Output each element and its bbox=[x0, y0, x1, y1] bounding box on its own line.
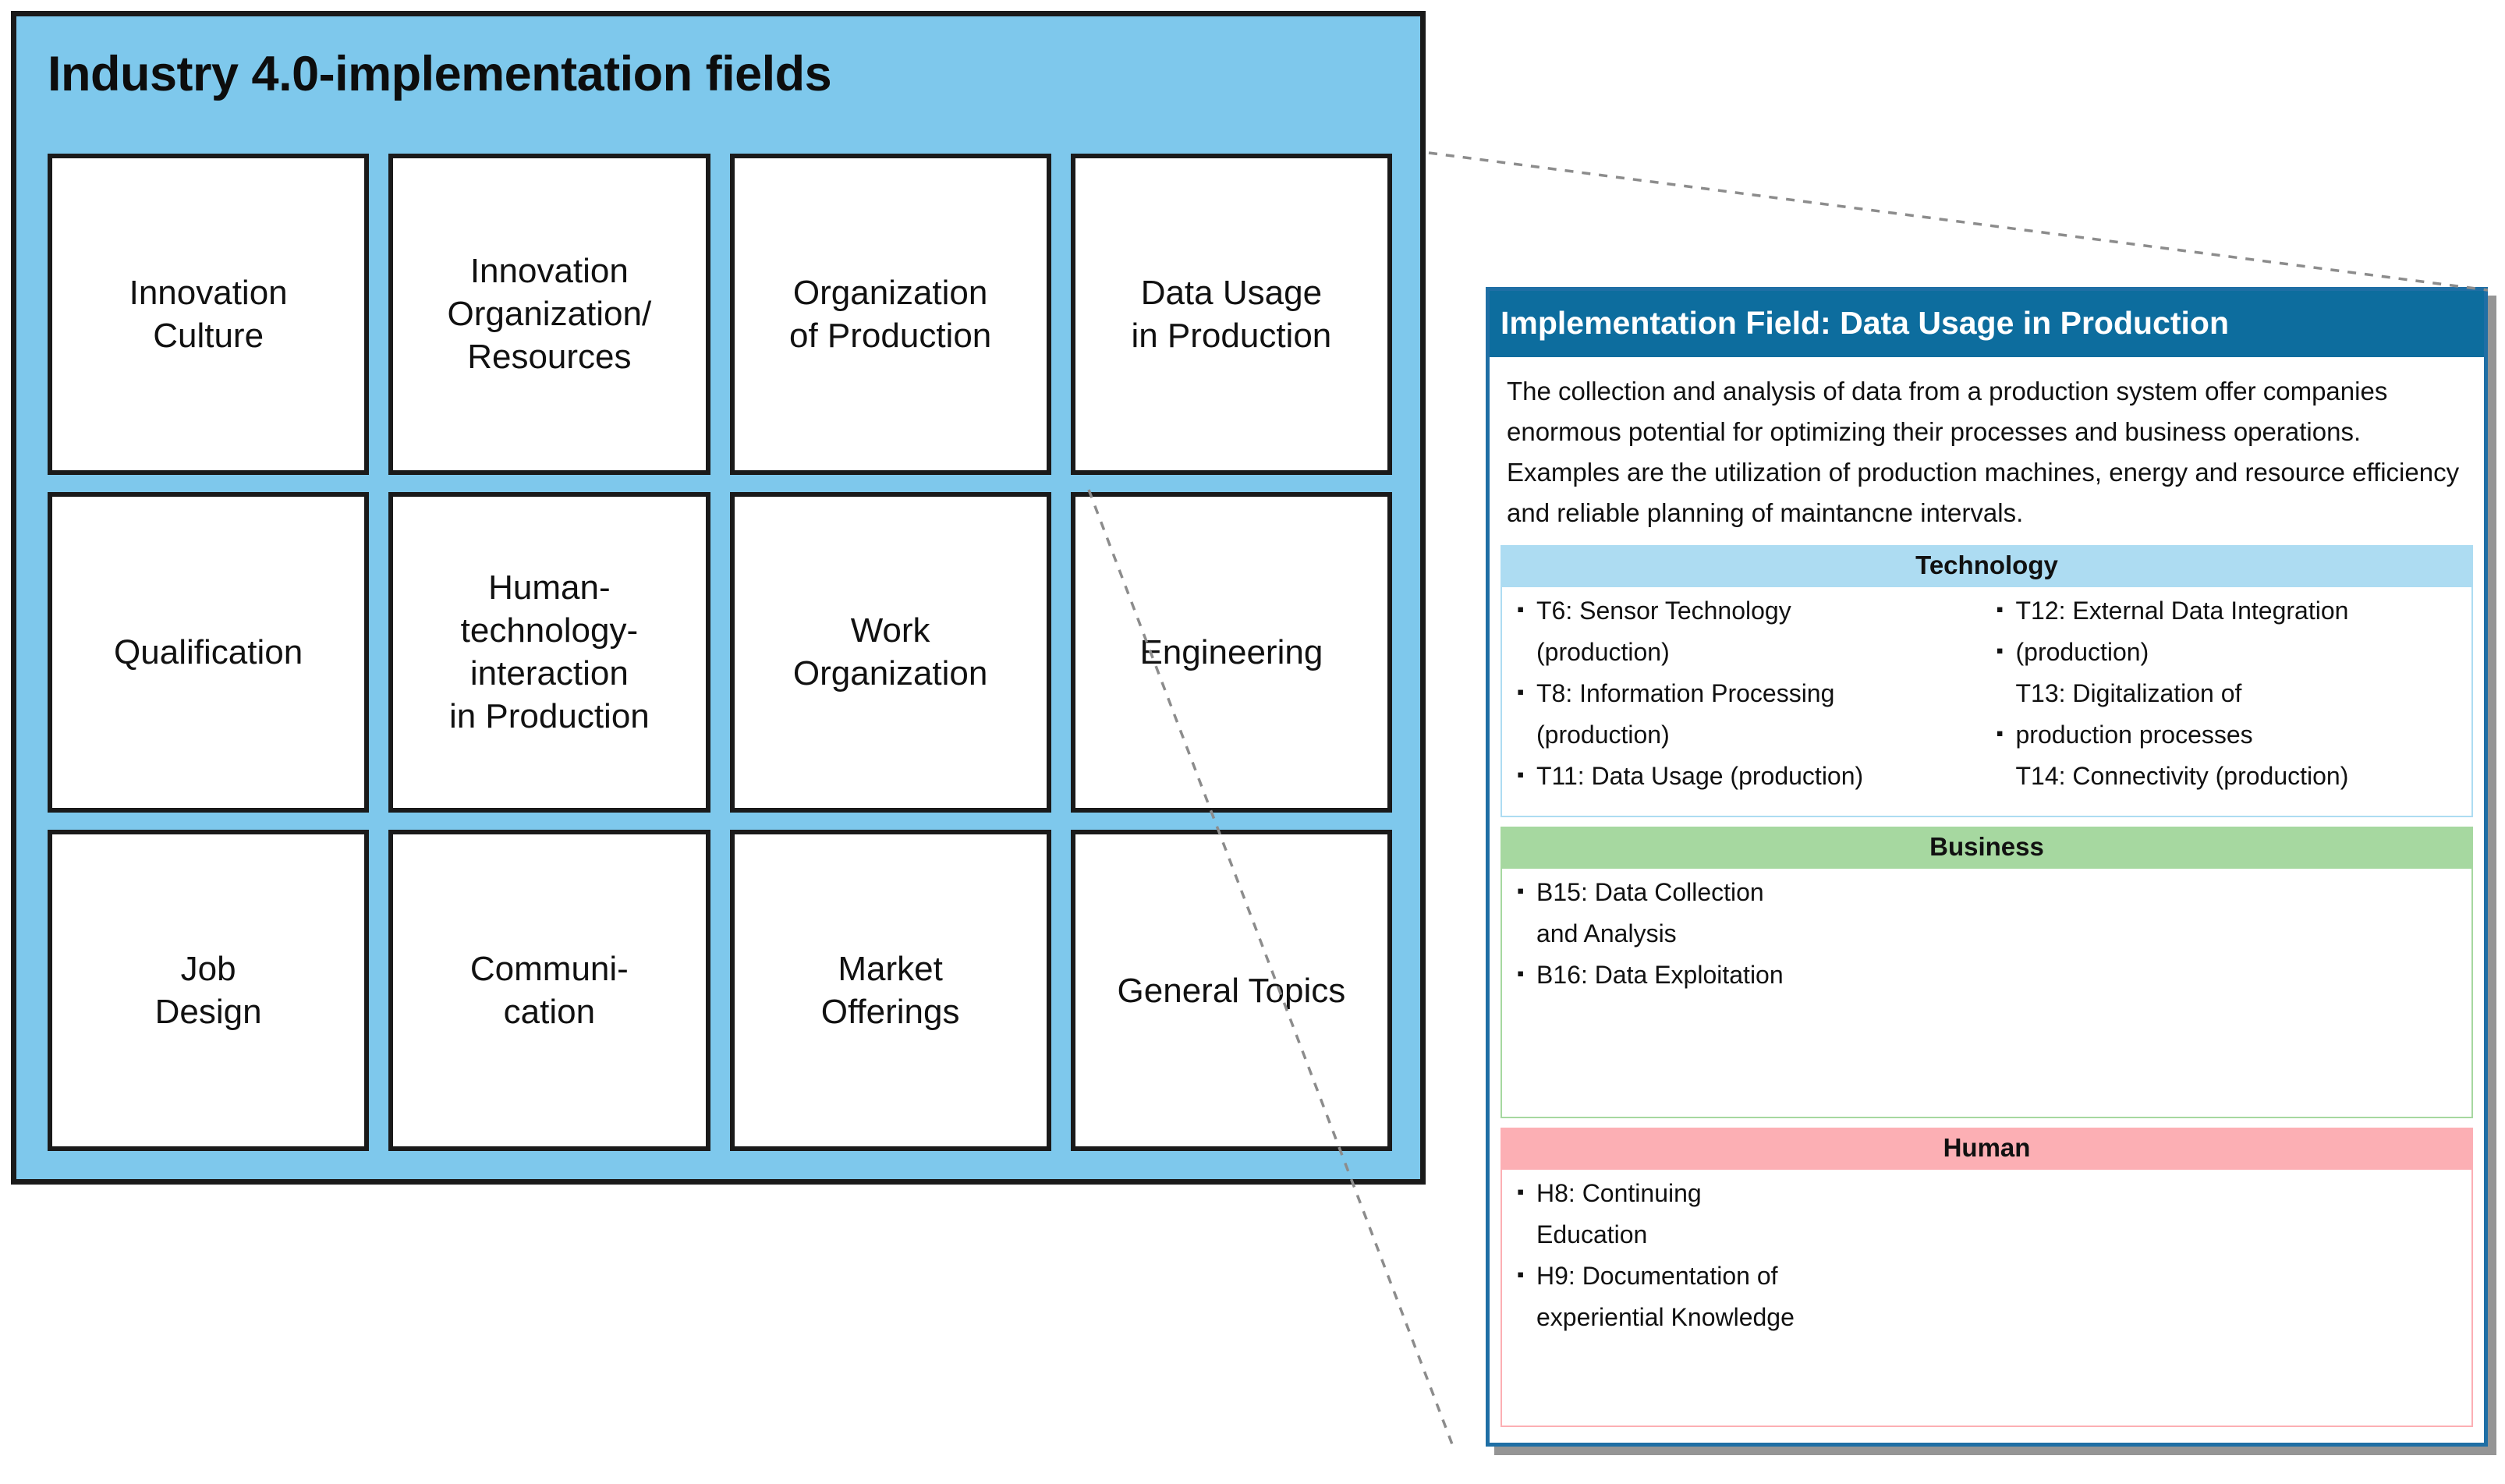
detail-section-technology: Technology ▪ T6: Sensor Technology (product… bbox=[1501, 544, 2473, 817]
bullet-icon: ▪ bbox=[1517, 1262, 1525, 1286]
section-title-business: Business bbox=[1501, 826, 2473, 869]
implementation-field-label: Qualification bbox=[114, 632, 303, 671]
implementation-field-label: Innovation Culture bbox=[129, 273, 288, 355]
list-item: (production) bbox=[1510, 722, 1985, 747]
top-leader-line bbox=[1428, 151, 2489, 292]
detail-card-body: The collection and analysis of data from… bbox=[1490, 357, 2484, 1443]
list-item-label: B15: Data Collection bbox=[1536, 877, 1764, 906]
implementation-fields-grid: Innovation Culture Innovation Organizatio… bbox=[48, 154, 1392, 1151]
list-item: ▪ B16: Data Exploitation bbox=[1510, 960, 2464, 989]
implementation-field-cell[interactable]: Communi- cation bbox=[388, 830, 710, 1151]
implementation-field-label: Organization of Production bbox=[788, 273, 992, 355]
list-item: ▪ T6: Sensor Technology bbox=[1510, 596, 1985, 625]
list-item-label: T8: Information Processing bbox=[1536, 678, 1835, 707]
detail-card-header: Implementation Field: Data Usage in Prod… bbox=[1490, 291, 2484, 358]
bullet-icon: ▪ bbox=[1517, 878, 1525, 902]
detail-section-business: Business ▪ B15: Data Collection and Analysi… bbox=[1501, 826, 2473, 1118]
list-item-label: T11: Data Usage (production) bbox=[1536, 761, 1864, 790]
bullet-icon: ▪ bbox=[1996, 721, 2004, 745]
list-item: ▪ T12: External Data Integration bbox=[1989, 596, 2464, 625]
page-title: Industry 4.0-implementation fields bbox=[48, 47, 832, 101]
list-item: T14: Connectivity (production) bbox=[1989, 763, 2464, 788]
list-item-label: production processes bbox=[2015, 720, 2253, 749]
implementation-field-cell[interactable]: Innovation Culture bbox=[48, 154, 370, 475]
implementation-field-label: Innovation Organization/ Resources bbox=[447, 252, 652, 377]
implementation-field-cell[interactable]: Data Usage in Production bbox=[1070, 154, 1392, 475]
implementation-field-detail-card: Implementation Field: Data Usage in Prod… bbox=[1486, 287, 2488, 1447]
implementation-field-cell[interactable]: Job Design bbox=[48, 830, 370, 1151]
implementation-field-label: Market Offerings bbox=[820, 950, 960, 1032]
implementation-field-label: Data Usage in Production bbox=[1131, 273, 1332, 355]
implementation-field-label: Human- technology- interaction in Produc… bbox=[448, 568, 650, 736]
bullet-icon: ▪ bbox=[1996, 638, 2004, 662]
list-item-label: and Analysis bbox=[1536, 919, 1677, 947]
list-item-label: T12: External Data Integration bbox=[2015, 596, 2349, 625]
list-item: ▪ H8: Continuing bbox=[1510, 1178, 2464, 1207]
implementation-field-label: Communi- cation bbox=[469, 950, 629, 1032]
implementation-field-cell[interactable]: General Topics bbox=[1070, 830, 1392, 1151]
list-item: and Analysis bbox=[1510, 921, 2464, 946]
list-item: experiential Knowledge bbox=[1510, 1305, 2464, 1330]
section-body-business: ▪ B15: Data Collection and Analysis ▪ B16: D… bbox=[1501, 868, 2473, 1118]
implementation-field-cell[interactable]: Work Organization bbox=[729, 491, 1051, 813]
list-item: Education bbox=[1510, 1222, 2464, 1247]
list-item-label: T14: Connectivity (production) bbox=[2015, 761, 2349, 790]
bullet-icon: ▪ bbox=[1517, 597, 1525, 621]
list-item-label: experiential Knowledge bbox=[1536, 1302, 1795, 1331]
implementation-field-cell[interactable]: Organization of Production bbox=[729, 154, 1051, 475]
list-item: ▪ H9: Documentation of bbox=[1510, 1261, 2464, 1290]
implementation-field-label: Work Organization bbox=[792, 611, 988, 693]
list-item-label: (production) bbox=[2015, 637, 2149, 666]
detail-sections: Technology ▪ T6: Sensor Technology (product… bbox=[1490, 544, 2484, 1436]
implementation-field-cell[interactable]: Human- technology- interaction in Produc… bbox=[388, 491, 710, 813]
list-item-label: Education bbox=[1536, 1220, 1648, 1248]
list-item: ▪ T11: Data Usage (production) bbox=[1510, 763, 1985, 788]
section-title-human: Human bbox=[1501, 1127, 2473, 1170]
list-item-label: (production) bbox=[1536, 637, 1670, 666]
list-item-label: (production) bbox=[1536, 720, 1670, 749]
list-item: (production) bbox=[1510, 639, 1985, 664]
bullet-icon: ▪ bbox=[1517, 961, 1525, 985]
detail-description: The collection and analysis of data from… bbox=[1507, 377, 2460, 528]
bullet-icon: ▪ bbox=[1517, 762, 1525, 786]
implementation-field-label: General Topics bbox=[1117, 971, 1346, 1010]
list-item-label: T13: Digitalization of bbox=[2015, 678, 2242, 707]
implementation-field-label: Job Design bbox=[154, 950, 262, 1032]
two-column-list: ▪ T6: Sensor Technology (production) ▪ T8: I… bbox=[1510, 596, 2464, 805]
list-item: ▪ T8: Information Processing bbox=[1510, 678, 1985, 707]
bullet-icon: ▪ bbox=[1517, 1179, 1525, 1203]
list-item-label: H8: Continuing bbox=[1536, 1178, 1702, 1207]
list-item-label: T6: Sensor Technology bbox=[1536, 596, 1791, 625]
list-column-right: ▪ T12: External Data Integration ▪ (product… bbox=[1989, 596, 2464, 805]
list-column-left: ▪ T6: Sensor Technology (production) ▪ T8: I… bbox=[1510, 596, 1985, 805]
list-item-label: B16: Data Exploitation bbox=[1536, 960, 1784, 989]
list-item: ▪ (production) bbox=[1989, 639, 2464, 664]
bullet-icon: ▪ bbox=[1996, 597, 2004, 621]
implementation-fields-panel: Industry 4.0-implementation fields Innov… bbox=[11, 11, 1426, 1185]
section-title-technology: Technology bbox=[1501, 544, 2473, 587]
implementation-field-cell[interactable]: Innovation Organization/ Resources bbox=[388, 154, 710, 475]
list-item: ▪ production processes bbox=[1989, 720, 2464, 749]
list-column-left: ▪ B15: Data Collection and Analysis ▪ B16: D… bbox=[1510, 877, 2464, 989]
list-item-label: H9: Documentation of bbox=[1536, 1261, 1778, 1290]
section-body-technology: ▪ T6: Sensor Technology (production) ▪ T8: I… bbox=[1501, 586, 2473, 817]
bullet-icon: ▪ bbox=[1517, 679, 1525, 703]
list-item: T13: Digitalization of bbox=[1989, 681, 2464, 706]
implementation-field-cell[interactable]: Qualification bbox=[48, 491, 370, 813]
list-item: ▪ B15: Data Collection bbox=[1510, 877, 2464, 906]
implementation-field-cell[interactable]: Engineering bbox=[1070, 491, 1392, 813]
implementation-field-cell[interactable]: Market Offerings bbox=[729, 830, 1051, 1151]
implementation-field-label: Engineering bbox=[1139, 632, 1323, 671]
